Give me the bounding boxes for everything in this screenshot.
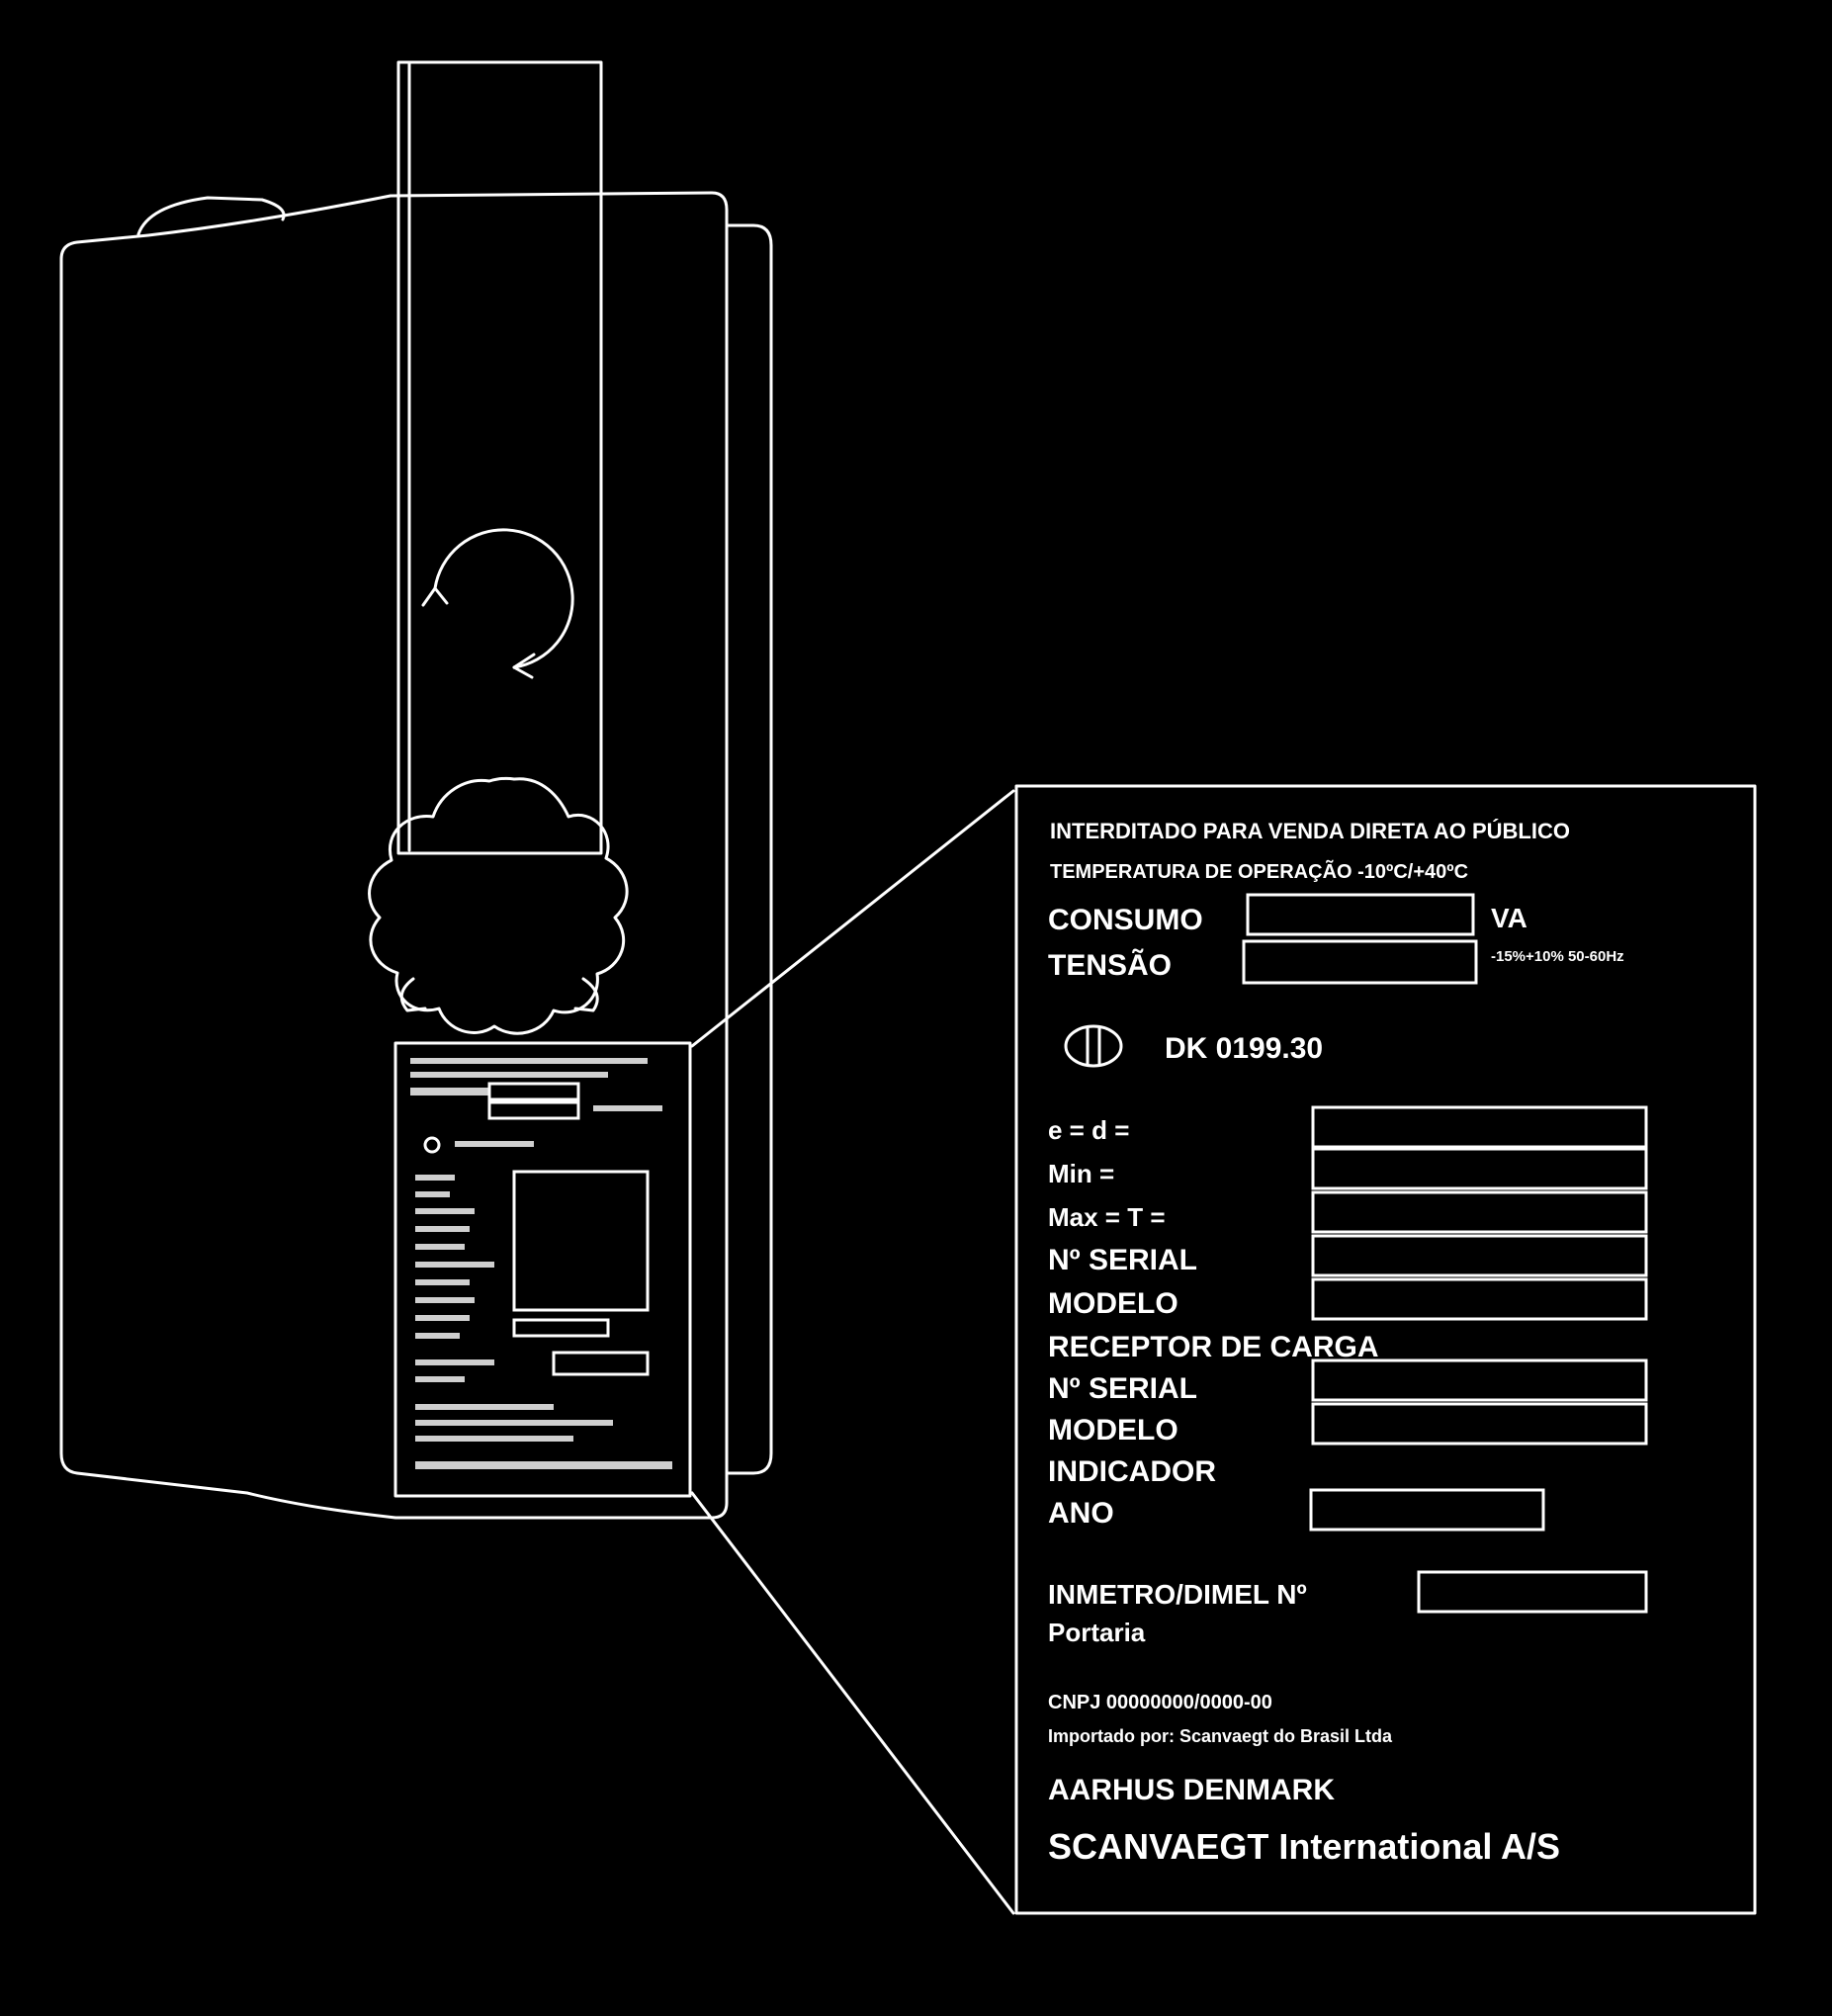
label-line-21: Importado por: Scanvaegt do Brasil Ltda bbox=[1048, 1726, 1393, 1746]
label-line-18: INMETRO/DIMEL Nº bbox=[1048, 1579, 1307, 1610]
label-line-17: ANO bbox=[1048, 1497, 1114, 1530]
housing-side-panel bbox=[725, 223, 773, 1475]
receptor-serial-box bbox=[1311, 1359, 1648, 1402]
label-line-10: Max = T = bbox=[1048, 1202, 1166, 1232]
enlarged-label: INTERDITADO PARA VENDA DIRETA AO PÚBLICO… bbox=[1014, 784, 1757, 1915]
device-label-lines bbox=[410, 1058, 672, 1469]
label-line-14: Nº SERIAL bbox=[1048, 1372, 1197, 1405]
label-line-11: Nº SERIAL bbox=[1048, 1244, 1197, 1276]
label-line-6: -15%+10% 50-60Hz bbox=[1491, 948, 1624, 965]
knob-base-right bbox=[573, 977, 599, 1012]
label-line-2: TEMPERATURA DE OPERAÇÃO -10ºC/+40ºC bbox=[1050, 860, 1468, 883]
ed-box bbox=[1311, 1105, 1648, 1149]
label-line-13: RECEPTOR DE CARGA bbox=[1048, 1331, 1378, 1363]
label-line-15: MODELO bbox=[1048, 1414, 1178, 1446]
vertical-bar bbox=[396, 60, 603, 855]
label-line-3: CONSUMO bbox=[1048, 904, 1203, 936]
label-line-9: Min = bbox=[1048, 1159, 1114, 1188]
knob-base-left bbox=[399, 977, 427, 1012]
tensao-box bbox=[1242, 939, 1478, 985]
max-box bbox=[1311, 1190, 1648, 1234]
ano-box bbox=[1309, 1488, 1545, 1532]
label-line-12: MODELO bbox=[1048, 1287, 1178, 1320]
label-frame bbox=[1014, 784, 1757, 1915]
label-line-4: VA bbox=[1491, 903, 1527, 933]
min-box bbox=[1311, 1147, 1648, 1190]
modelo-box bbox=[1311, 1277, 1648, 1321]
callout-line-bottom bbox=[690, 1491, 1015, 1915]
consumo-box bbox=[1246, 893, 1475, 936]
device-label-plate bbox=[393, 1041, 692, 1498]
label-line-1: INTERDITADO PARA VENDA DIRETA AO PÚBLICO bbox=[1050, 819, 1570, 843]
receptor-modelo-box bbox=[1311, 1402, 1648, 1446]
label-line-22: AARHUS DENMARK bbox=[1048, 1774, 1335, 1806]
label-line-16: INDICADOR bbox=[1048, 1455, 1216, 1488]
approval-mark-icon bbox=[1064, 1024, 1123, 1068]
star-knob-icon bbox=[368, 776, 629, 1035]
housing-top-ridge bbox=[136, 196, 286, 236]
callout-line-top bbox=[690, 789, 1015, 1048]
label-line-23: SCANVAEGT International A/S bbox=[1048, 1826, 1560, 1867]
label-line-20: CNPJ 00000000/0000-00 bbox=[1048, 1692, 1272, 1713]
inmetro-box bbox=[1417, 1570, 1648, 1614]
label-line-5: TENSÃO bbox=[1048, 948, 1172, 982]
device-illustration bbox=[59, 60, 773, 1520]
label-line-7: DK 0199.30 bbox=[1165, 1032, 1323, 1065]
serial-box bbox=[1311, 1234, 1648, 1277]
label-line-19: Portaria bbox=[1048, 1618, 1146, 1647]
label-line-8: e = d = bbox=[1048, 1115, 1129, 1145]
device-housing bbox=[59, 191, 729, 1520]
rotate-arrow-icon bbox=[421, 528, 574, 679]
